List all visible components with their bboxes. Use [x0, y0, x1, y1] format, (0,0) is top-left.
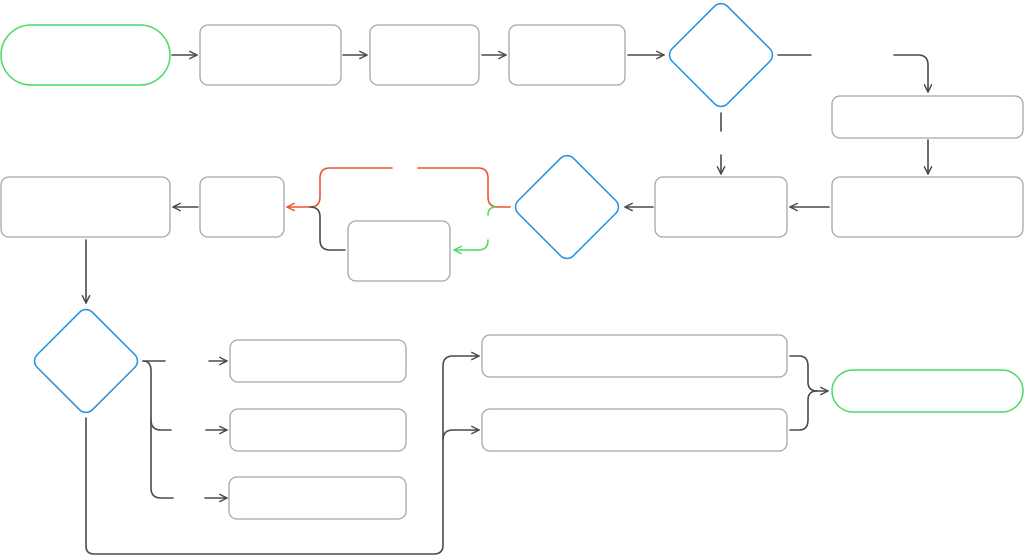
decision-node-3[interactable]: [31, 306, 141, 416]
process-node-8[interactable]: [347, 220, 451, 282]
start-terminal[interactable]: [0, 24, 171, 86]
edge-d2-p7-red-a: [417, 167, 511, 208]
process-node-7[interactable]: [199, 176, 285, 238]
edge-p13-end: [789, 355, 829, 396]
edge-d2-p7-red-b: [286, 167, 393, 212]
edge-d1-p4: [893, 54, 933, 93]
edge-d3-trunk: [142, 360, 174, 499]
process-node-10[interactable]: [229, 339, 407, 383]
process-node-5[interactable]: [831, 176, 1024, 238]
end-terminal[interactable]: [831, 369, 1024, 413]
process-node-9[interactable]: [0, 176, 171, 238]
process-node-14[interactable]: [481, 408, 788, 452]
edge-d3-p14: [442, 425, 480, 441]
decision-node-2[interactable]: [512, 152, 622, 262]
process-node-3[interactable]: [508, 24, 626, 86]
edge-d3-bottom-loop: [85, 351, 480, 555]
process-node-13[interactable]: [481, 334, 788, 378]
edge-p14-end: [789, 390, 818, 431]
edge-d3-trunk-mid: [150, 419, 172, 431]
process-node-11[interactable]: [229, 408, 407, 452]
process-node-4[interactable]: [831, 95, 1024, 139]
process-node-1[interactable]: [199, 24, 342, 86]
edge-d2-p8-green-a: [487, 206, 497, 216]
nodes: [0, 0, 1024, 520]
process-node-6[interactable]: [654, 176, 788, 238]
edge-p8-p7: [309, 206, 346, 251]
process-node-2[interactable]: [369, 24, 480, 86]
process-node-12[interactable]: [228, 476, 407, 520]
connectors: [81, 50, 933, 555]
decision-node-1[interactable]: [666, 0, 776, 110]
edge-d2-p8-green-b: [453, 239, 489, 255]
